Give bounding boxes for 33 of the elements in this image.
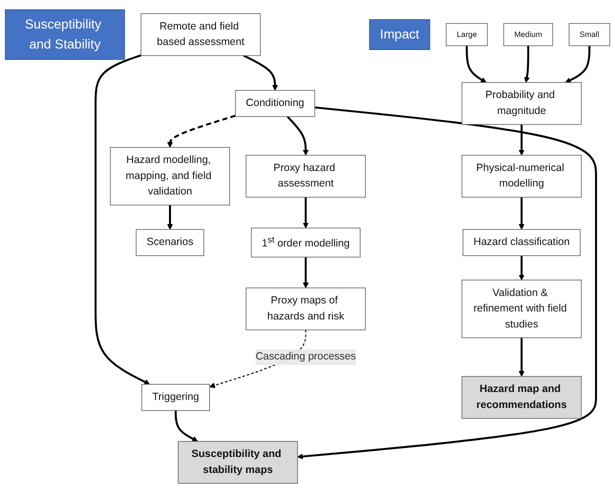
node-box: Triggering bbox=[141, 384, 210, 411]
node-box: Physical-numerical modelling bbox=[462, 154, 582, 198]
node-box: Hazard modelling, mapping, and field validation bbox=[110, 147, 230, 206]
arrow bbox=[167, 114, 236, 148]
arrow bbox=[466, 46, 486, 83]
node-box: Hazard classification bbox=[462, 229, 581, 256]
node-box: Validation & refinement with field studies bbox=[462, 280, 582, 338]
node-box: Probability and magnitude bbox=[462, 82, 582, 125]
arrow bbox=[565, 46, 590, 83]
arrow bbox=[518, 338, 524, 377]
edge-label: Cascading processes bbox=[256, 351, 356, 362]
node-box: Susceptibility and Stability bbox=[4, 9, 125, 60]
arrow bbox=[302, 197, 309, 228]
node-box: Proxy maps of hazards and risk bbox=[246, 288, 366, 330]
node-box: 1$^{st}$ order modelling bbox=[250, 228, 360, 258]
arrow bbox=[94, 54, 150, 385]
arrow bbox=[243, 54, 278, 91]
node-box: Impact bbox=[369, 19, 430, 50]
arrow bbox=[174, 410, 198, 442]
arrow bbox=[297, 106, 598, 460]
arrow bbox=[518, 256, 524, 280]
node-box: Susceptibility and stability maps bbox=[178, 441, 298, 484]
node-box: Proxy hazard assessment bbox=[246, 154, 366, 198]
arrow bbox=[518, 124, 524, 156]
arrow bbox=[167, 205, 173, 230]
node-box: Scenarios bbox=[136, 229, 204, 256]
node-box: Hazard map and recommendations bbox=[462, 376, 582, 419]
node-box: Conditioning bbox=[235, 90, 316, 117]
node-box: Remote and field based assessment bbox=[140, 13, 261, 56]
arrow bbox=[518, 197, 524, 230]
arrow bbox=[524, 46, 530, 83]
arrow bbox=[302, 257, 309, 288]
arrow bbox=[286, 116, 309, 156]
